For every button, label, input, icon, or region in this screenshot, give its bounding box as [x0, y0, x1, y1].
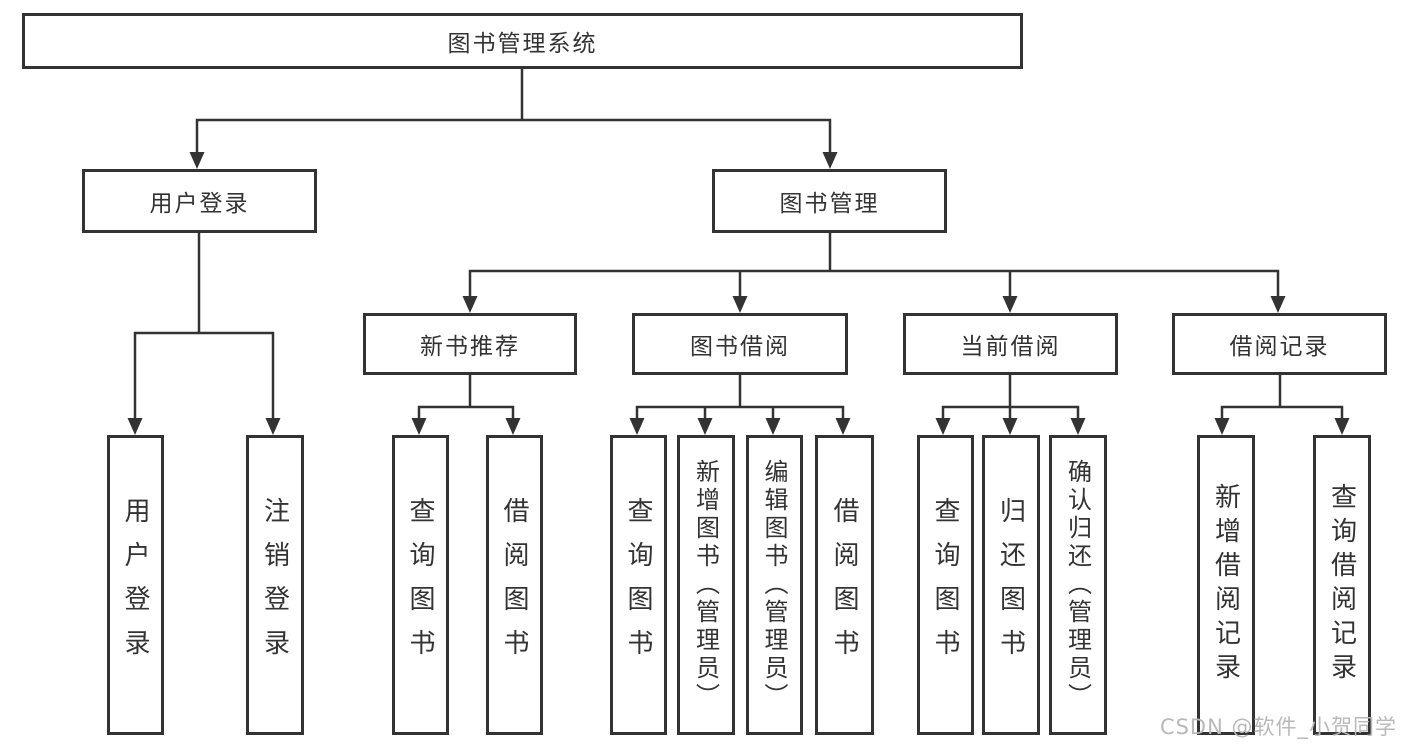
node-label: 用户登录 — [149, 191, 250, 217]
leaf-query-book-current: 查询图书 — [917, 435, 974, 735]
leaf-query-book-borrow: 查询图书 — [610, 435, 667, 735]
leaf-label: 归还图书 — [995, 497, 1026, 673]
leaf-confirm-return-admin: 确认归还（管理员） — [1049, 435, 1107, 735]
leaf-label: 查询图书 — [930, 497, 960, 673]
leaf-return-book: 归还图书 — [982, 435, 1040, 735]
leaf-label: 新增借阅记录 — [1210, 483, 1241, 687]
leaf-label: 查询图书 — [623, 497, 653, 673]
leaf-label: 新增图书（管理员） — [691, 459, 720, 711]
node-book-management: 图书管理 — [712, 169, 947, 233]
node-root-library-system: 图书管理系统 — [22, 13, 1023, 69]
leaf-label: 查询借阅记录 — [1326, 483, 1357, 687]
leaf-label: 编辑图书（管理员） — [760, 459, 788, 711]
leaf-query-borrow-record: 查询借阅记录 — [1313, 435, 1371, 735]
leaf-label: 用户登录 — [120, 497, 150, 673]
leaf-label: 查询图书 — [405, 497, 435, 673]
node-borrow-records: 借阅记录 — [1172, 313, 1387, 375]
node-label: 新书推荐 — [420, 334, 520, 360]
leaf-borrow-book-recommend: 借阅图书 — [486, 435, 543, 735]
node-new-book-recommend: 新书推荐 — [363, 313, 577, 375]
node-label: 图书借阅 — [690, 334, 790, 360]
node-user-login: 用户登录 — [82, 169, 317, 233]
leaf-query-book-recommend: 查询图书 — [392, 435, 449, 735]
leaf-add-borrow-record: 新增借阅记录 — [1197, 435, 1255, 735]
leaf-label: 注销登录 — [259, 497, 290, 673]
leaf-user-login: 用户登录 — [107, 435, 164, 735]
node-label: 图书管理 — [779, 191, 880, 217]
leaf-add-book-admin: 新增图书（管理员） — [677, 435, 735, 735]
node-label: 当前借阅 — [960, 334, 1061, 360]
leaf-label: 借阅图书 — [829, 497, 859, 673]
node-current-borrow: 当前借阅 — [903, 313, 1118, 375]
node-label: 图书管理系统 — [447, 31, 598, 57]
node-label: 借阅记录 — [1229, 334, 1330, 360]
leaf-label: 借阅图书 — [499, 497, 529, 673]
leaf-logout: 注销登录 — [246, 435, 304, 735]
csdn-watermark: CSDN @软件_小贺同学 — [1159, 715, 1397, 739]
leaf-label: 确认归还（管理员） — [1063, 459, 1092, 711]
arrowheads — [127, 152, 1350, 435]
leaf-edit-book-admin: 编辑图书（管理员） — [746, 435, 803, 735]
leaf-borrow-book: 借阅图书 — [815, 435, 874, 735]
node-book-borrow: 图书借阅 — [632, 313, 848, 375]
